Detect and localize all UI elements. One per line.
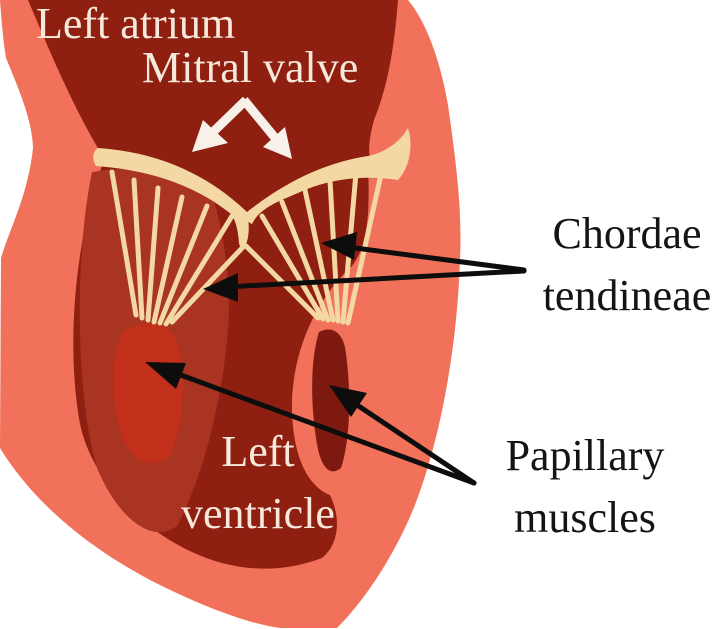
chorda-string (145, 185, 161, 323)
label-chordae-tendineae: Chordae tendineae (534, 203, 720, 328)
chordae-arrow-head-left (203, 273, 238, 302)
left-atrium-shape (28, 0, 398, 216)
label-chordae-line2: tendineae (542, 271, 712, 321)
chordae-arrow-head-right (321, 232, 357, 260)
mitral-valve-pointer-shafts (208, 96, 280, 142)
chordae-arrow-shaft-upper (337, 243, 527, 273)
label-ventricle-line2: ventricle (181, 489, 335, 539)
papillary-arrow-shafts (175, 371, 477, 486)
chordae-arrow-heads (203, 232, 357, 302)
mitral-pointer-head-left (192, 120, 228, 152)
mitral-valve-pointer-heads (192, 120, 292, 159)
papillary-arrow-shaft-left (175, 371, 477, 486)
chorda-string (302, 187, 336, 323)
papillary-arrow-head-right (329, 385, 367, 417)
label-left-atrium: Left atrium (36, 0, 236, 48)
mitral-pointer-shaft-right (240, 97, 280, 142)
mitral-leaflet-posterior (246, 128, 411, 224)
chorda-string (163, 213, 235, 327)
label-mitral-valve: Mitral valve (142, 43, 359, 92)
chordae-arrow-shaft-lower (222, 268, 527, 290)
papillary-arrow-head-left (145, 362, 186, 389)
chorda-string (109, 169, 139, 318)
chorda-string (345, 167, 385, 326)
label-papillary-muscles: Papillary muscles (492, 425, 678, 550)
mitral-leaflet-anterior (93, 148, 249, 248)
mitral-pointer-head-right (263, 127, 292, 159)
chorda-string (279, 199, 331, 323)
papillary-arrow-heads (145, 362, 367, 417)
chorda-string (327, 177, 341, 324)
chorda-string (157, 203, 210, 326)
papillary-muscle-left-shape (113, 323, 183, 464)
chorda-string (259, 213, 326, 322)
label-papillary-line1: Papillary (505, 431, 665, 480)
label-chordae-line1: Chordae (552, 209, 702, 258)
papillary-arrow-shaft-right (351, 400, 477, 486)
label-ventricle-line1: Left (221, 427, 295, 476)
chordae-tendineae-strings (109, 167, 385, 327)
mitral-pointer-shaft-left (208, 96, 250, 137)
chorda-string (151, 194, 185, 325)
mitral-valve-leaflets (93, 128, 411, 248)
label-papillary-line2: muscles (514, 493, 656, 543)
chordae-arrow-shafts (222, 243, 527, 290)
chorda-string (131, 177, 145, 321)
label-left-ventricle: Left ventricle (172, 421, 344, 546)
chorda-string (169, 243, 247, 325)
